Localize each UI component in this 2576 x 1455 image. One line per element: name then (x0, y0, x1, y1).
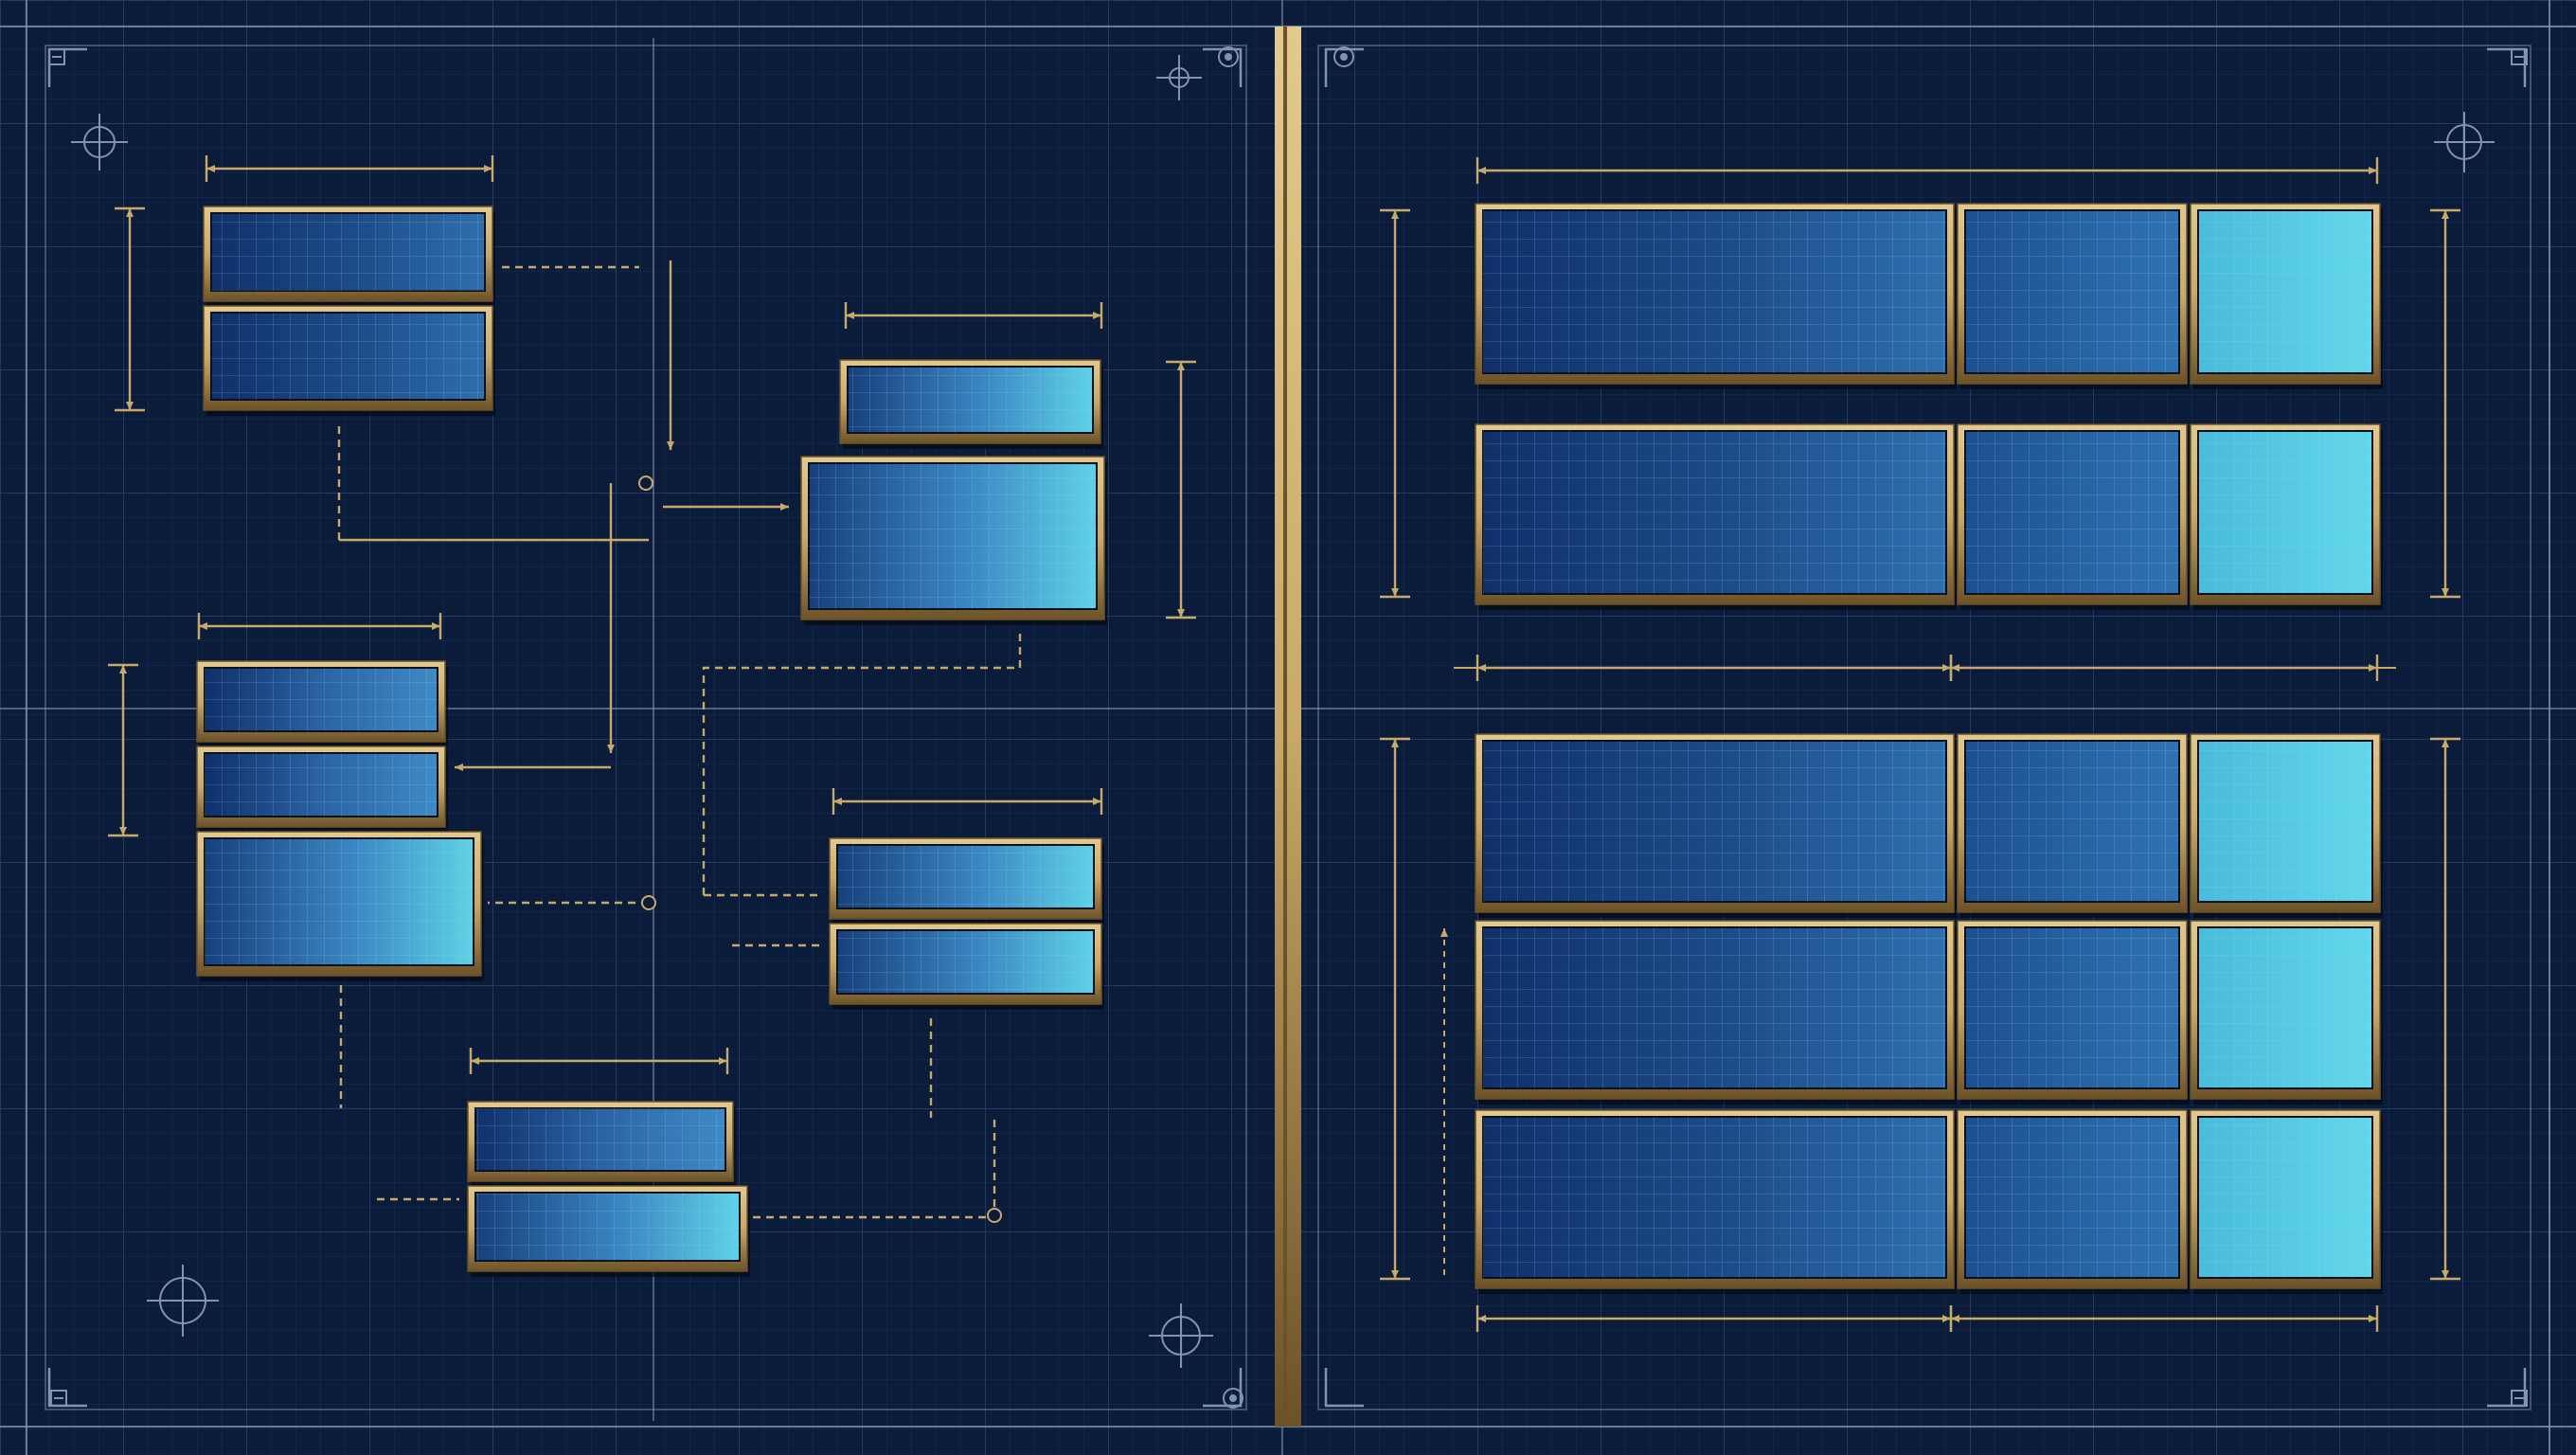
center-divider (1275, 27, 1301, 1427)
registration-mark-icon (2511, 1390, 2528, 1407)
top-grid-panel-r1-c1 (1475, 203, 1957, 389)
registration-mark-icon (2511, 48, 2528, 65)
top-grid-height-left (1380, 208, 1410, 599)
top-grid-height-right (2430, 208, 2460, 599)
bottom-grid-panel-r2-c3 (2190, 920, 2383, 1105)
crosshair-icon (2434, 112, 2495, 172)
module-c-panel-3 (196, 831, 484, 981)
module-a-panel-2 (203, 305, 495, 416)
connector-node-icon (641, 895, 656, 910)
center-divider-groove (1283, 27, 1287, 1427)
module-c-panel-2 (196, 745, 448, 833)
top-grid-width-dimension (1476, 157, 2379, 184)
crosshair-icon (1156, 55, 1202, 100)
top-grid-panel-r2-c2 (1957, 423, 2190, 610)
crosshair-icon (147, 1265, 219, 1337)
module-c-width-dimension (197, 613, 442, 639)
module-a-width-dimension (205, 155, 494, 182)
registration-mark-icon (50, 1390, 67, 1407)
corner-bracket-icon (1324, 1368, 1364, 1408)
module-d-panel-1 (829, 837, 1104, 925)
module-e-width-dimension (469, 1048, 729, 1074)
module-d-width-dimension (832, 788, 1103, 815)
module-b-width-dimension (844, 302, 1103, 329)
module-b-panel-2 (800, 456, 1107, 625)
bottom-grid-height-left (1380, 737, 1410, 1281)
bottom-grid-panel-r2-c2 (1957, 920, 2190, 1105)
bottom-grid-height-right (2430, 737, 2460, 1281)
connector-b-loop (702, 630, 1022, 895)
bottom-grid-panel-r1-c2 (1957, 733, 2190, 918)
top-grid-panel-r2-c1 (1475, 423, 1957, 610)
gear-mark-icon (1218, 46, 1239, 67)
crosshair-icon (71, 114, 128, 171)
corner-bracket-icon (47, 1368, 87, 1408)
corner-bracket-icon (1324, 47, 1364, 87)
module-e-panel-1 (467, 1101, 736, 1187)
gear-mark-icon (1333, 46, 1354, 67)
bottom-grid-width-right (1949, 1305, 2379, 1332)
module-a-height-dimension (115, 207, 145, 412)
corner-bracket-icon (1203, 1368, 1243, 1408)
registration-mark-icon (48, 48, 65, 65)
module-b-height-dimension (1166, 360, 1196, 620)
module-c-panel-1 (196, 660, 448, 747)
crosshair-icon (1149, 1303, 1213, 1368)
corner-bracket-icon (1203, 47, 1243, 87)
bottom-grid-panel-r1-c3 (2190, 733, 2383, 918)
connector-node-icon (987, 1208, 1002, 1223)
bottom-grid-panel-r2-c1 (1475, 920, 1957, 1105)
bottom-grid-panel-r3-c2 (1957, 1109, 2190, 1294)
module-a-panel-1 (203, 206, 495, 307)
bottom-grid-panel-r3-c3 (2190, 1109, 2383, 1294)
bottom-grid-panel-r3-c1 (1475, 1109, 1957, 1294)
module-e-panel-2 (467, 1185, 750, 1277)
top-grid-panel-r1-c3 (2190, 203, 2383, 389)
module-c-height-dimension (108, 663, 138, 837)
gear-mark-icon (1223, 1388, 1243, 1409)
module-d-panel-2 (829, 923, 1104, 1010)
connector-node-icon (638, 476, 653, 491)
bottom-grid-panel-r1-c1 (1475, 733, 1957, 918)
top-grid-panel-r1-c2 (1957, 203, 2190, 389)
top-grid-panel-r2-c3 (2190, 423, 2383, 610)
module-b-panel-1 (839, 359, 1103, 449)
